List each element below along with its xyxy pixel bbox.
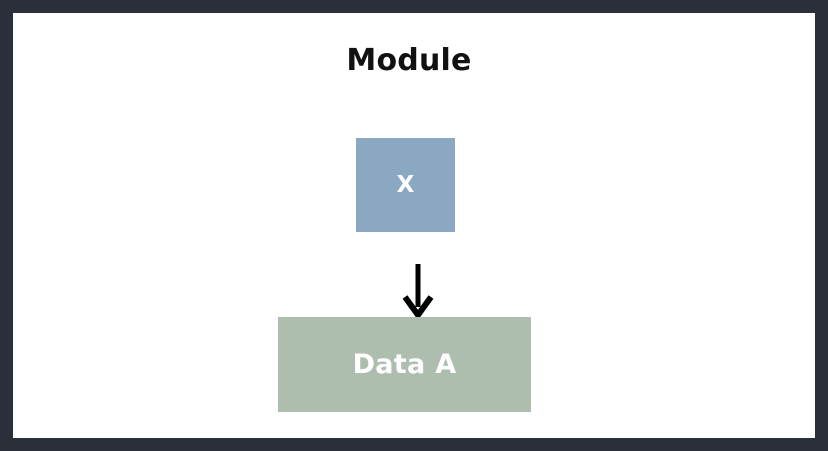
page-title-text: Module: [346, 43, 472, 78]
node-x-label: X: [396, 171, 415, 198]
diagram-canvas: Module X Data A: [13, 13, 815, 438]
page-title: Module: [13, 46, 806, 76]
node-x[interactable]: X: [356, 138, 455, 232]
node-data-a[interactable]: Data A: [278, 317, 531, 412]
node-data-a-label: Data A: [352, 349, 457, 380]
arrow-x-to-data-a-icon: [402, 264, 434, 321]
